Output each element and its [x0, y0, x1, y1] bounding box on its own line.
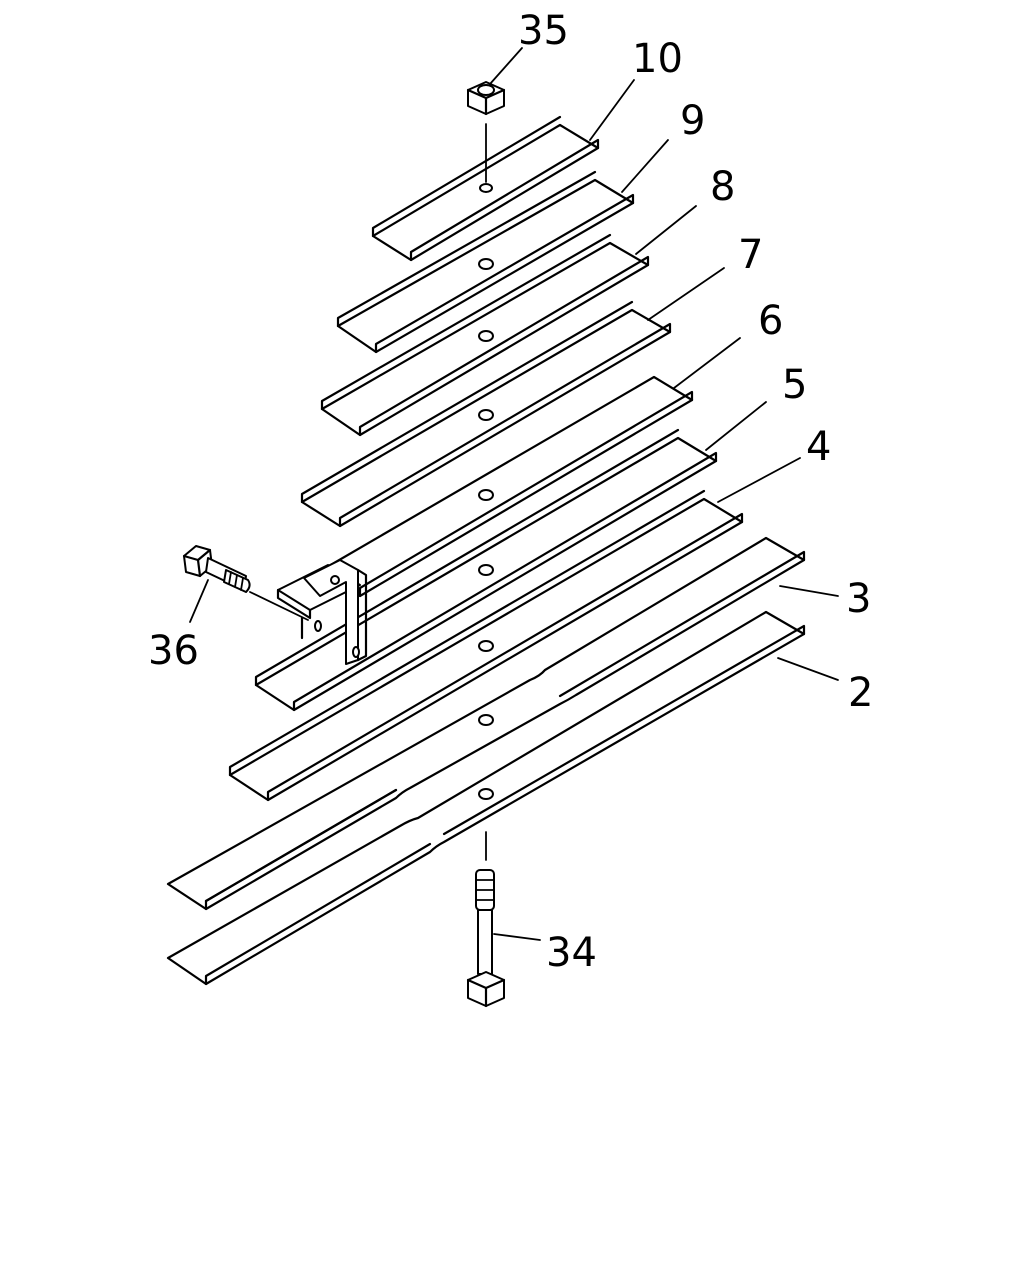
- leader-lines: [189, 47, 839, 941]
- callout-6: 6: [758, 298, 783, 344]
- callout-2: 2: [848, 670, 873, 716]
- hex-nut-35: [466, 81, 506, 183]
- callout-8: 8: [710, 164, 735, 210]
- spring-leaf-4: [228, 489, 744, 802]
- center-hole: [478, 489, 494, 501]
- callout-35: 35: [518, 8, 569, 54]
- center-hole: [478, 330, 494, 342]
- callout-4: 4: [806, 424, 831, 470]
- callout-7: 7: [738, 232, 763, 278]
- callout-3: 3: [846, 576, 871, 622]
- callout-9: 9: [680, 98, 705, 144]
- spring-leaf-7: [300, 300, 672, 528]
- spring-leaf-3: [166, 536, 806, 911]
- center-hole: [478, 564, 494, 576]
- center-hole: [478, 714, 494, 726]
- callout-5: 5: [782, 362, 807, 408]
- clip-bolt-36: [182, 545, 309, 621]
- center-bolt-34: [466, 831, 506, 1008]
- callout-36: 36: [148, 628, 199, 674]
- spring-leaf-8: [320, 233, 650, 437]
- callout-34: 34: [546, 930, 597, 976]
- spring-leaf-2: [166, 610, 806, 986]
- rebound-clip: [276, 559, 368, 665]
- spring-leaf-9: [336, 170, 635, 354]
- spring-leaf-5: [254, 428, 718, 712]
- center-hole: [478, 640, 494, 652]
- center-hole: [478, 788, 494, 800]
- spring-leaf-10: [371, 115, 600, 262]
- center-hole: [479, 183, 493, 193]
- center-hole: [478, 258, 494, 270]
- center-hole: [478, 409, 494, 421]
- callout-10: 10: [632, 36, 683, 82]
